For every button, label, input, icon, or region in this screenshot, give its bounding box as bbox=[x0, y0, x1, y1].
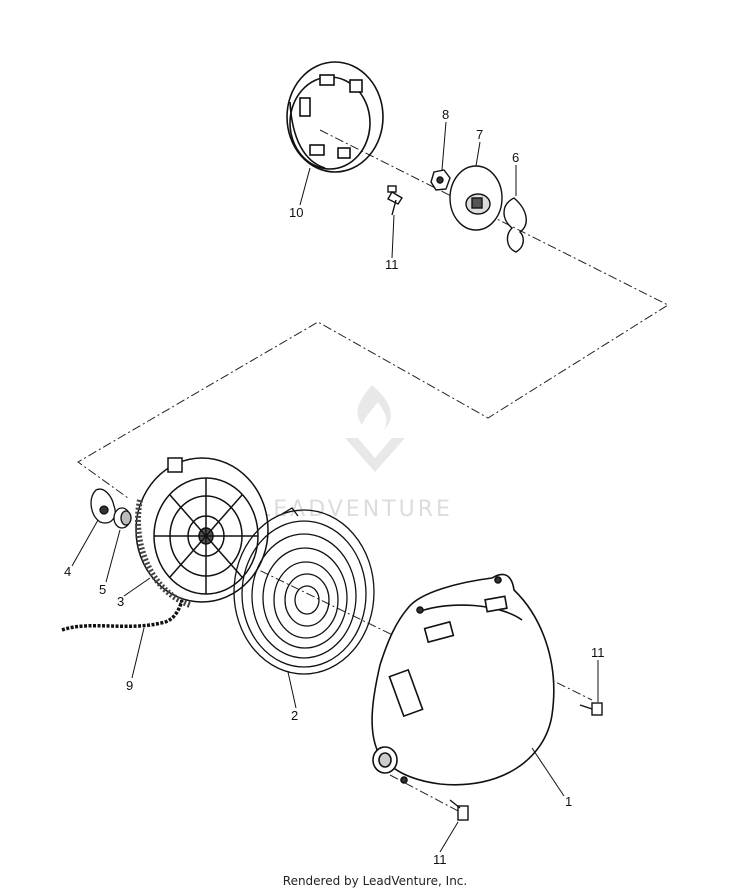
callout-5: 5 bbox=[99, 582, 106, 597]
part-nut bbox=[430, 169, 451, 191]
callout-7: 7 bbox=[476, 127, 483, 142]
part-bolt-top bbox=[387, 185, 403, 216]
part-pin bbox=[113, 507, 132, 529]
part-bolt-bottom bbox=[449, 799, 469, 821]
callout-1: 1 bbox=[565, 794, 572, 809]
part-drive-cup bbox=[286, 61, 384, 173]
part-rope-pulley bbox=[135, 457, 269, 608]
callout-8: 8 bbox=[442, 107, 449, 122]
callouts: 1 2 3 4 5 6 7 8 9 10 11 11 11 bbox=[64, 107, 605, 867]
part-pawl bbox=[90, 488, 116, 524]
callout-6: 6 bbox=[512, 150, 519, 165]
callout-11-right: 11 bbox=[591, 645, 605, 660]
callout-11-top: 11 bbox=[385, 257, 399, 272]
callout-9: 9 bbox=[126, 678, 133, 693]
part-ratchet-plate bbox=[449, 165, 503, 231]
callout-3: 3 bbox=[117, 594, 124, 609]
leader-lines bbox=[71, 121, 599, 853]
part-starter-housing bbox=[371, 573, 555, 786]
callout-4: 4 bbox=[64, 564, 71, 579]
watermark-logo: LEADVENTURE bbox=[258, 385, 453, 522]
part-bolt-right bbox=[579, 702, 603, 716]
part-recoil-spring bbox=[233, 507, 375, 675]
callout-2: 2 bbox=[291, 708, 298, 723]
part-starter-rope bbox=[61, 599, 184, 632]
part-spring-clip bbox=[503, 197, 527, 253]
footer-credit: Rendered by LeadVenture, Inc. bbox=[282, 874, 468, 888]
callout-10: 10 bbox=[289, 205, 303, 220]
watermark-text: LEADVENTURE bbox=[258, 497, 453, 522]
callout-11-bottom: 11 bbox=[433, 852, 447, 867]
